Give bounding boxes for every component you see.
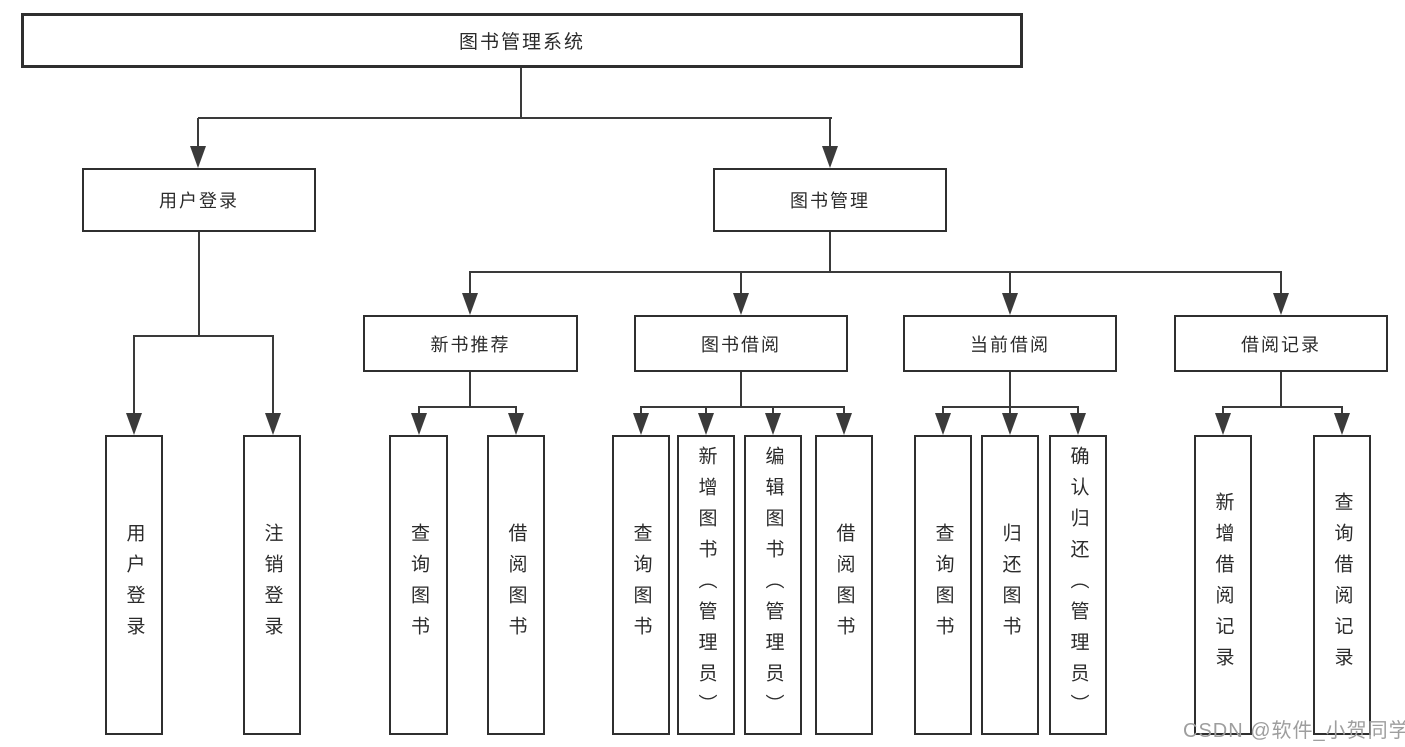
connector-line — [1280, 372, 1282, 407]
connector-line — [418, 407, 420, 416]
connector-line — [272, 336, 274, 416]
connector-line — [418, 406, 517, 408]
node-library-management-system: 图书管理系统 — [21, 13, 1023, 68]
leaf-edit-books-admin: 编辑图书（管理员） — [744, 435, 802, 735]
connector-line — [1009, 407, 1011, 416]
connector-line — [1280, 272, 1282, 296]
connector-line — [133, 335, 274, 337]
arrow-down-icon — [462, 293, 478, 315]
leaf-logout: 注销登录 — [243, 435, 301, 735]
arrow-down-icon — [836, 413, 852, 435]
connector-line — [640, 406, 845, 408]
leaf-borrow-books-recommend: 借阅图书 — [487, 435, 545, 735]
connector-line — [1222, 406, 1343, 408]
connector-line — [640, 407, 642, 416]
arrow-down-icon — [733, 293, 749, 315]
leaf-query-borrow-record: 查询借阅记录 — [1313, 435, 1371, 735]
leaf-confirm-return-admin: 确认归还（管理员） — [1049, 435, 1107, 735]
arrow-down-icon — [935, 413, 951, 435]
arrow-down-icon — [1002, 293, 1018, 315]
leaf-user-login: 用户登录 — [105, 435, 163, 735]
connector-line — [469, 272, 471, 296]
leaf-query-books-recommend: 查询图书 — [389, 435, 448, 735]
leaf-add-books-admin: 新增图书（管理员） — [677, 435, 735, 735]
arrow-down-icon — [1002, 413, 1018, 435]
arrow-down-icon — [633, 413, 649, 435]
leaf-return-books: 归还图书 — [981, 435, 1039, 735]
connector-line — [772, 407, 774, 416]
node-user-login: 用户登录 — [82, 168, 316, 232]
connector-line — [1341, 407, 1343, 416]
arrow-down-icon — [265, 413, 281, 435]
connector-line — [705, 407, 707, 416]
connector-line — [515, 407, 517, 416]
connector-line — [740, 272, 742, 296]
connector-line — [829, 118, 831, 150]
connector-line — [197, 118, 199, 150]
arrow-down-icon — [1334, 413, 1350, 435]
connector-line — [1077, 407, 1079, 416]
arrow-down-icon — [411, 413, 427, 435]
node-book-borrowing: 图书借阅 — [634, 315, 848, 372]
connector-line — [1009, 372, 1011, 407]
node-new-book-recommendation: 新书推荐 — [363, 315, 578, 372]
arrow-down-icon — [1215, 413, 1231, 435]
leaf-query-books-borrowing: 查询图书 — [612, 435, 670, 735]
connector-line — [469, 372, 471, 407]
leaf-add-borrow-record: 新增借阅记录 — [1194, 435, 1252, 735]
leaf-borrow-books-borrowing: 借阅图书 — [815, 435, 873, 735]
arrow-down-icon — [190, 146, 206, 168]
csdn-watermark: CSDN @软件_小贺同学 — [1183, 720, 1405, 742]
arrow-down-icon — [508, 413, 524, 435]
connector-line — [198, 232, 200, 336]
node-borrowing-records: 借阅记录 — [1174, 315, 1388, 372]
connector-line — [133, 336, 135, 416]
connector-line — [520, 68, 522, 118]
arrow-down-icon — [126, 413, 142, 435]
connector-line — [469, 271, 1282, 273]
connector-line — [740, 372, 742, 407]
connector-line — [942, 407, 944, 416]
node-book-management: 图书管理 — [713, 168, 947, 232]
arrow-down-icon — [822, 146, 838, 168]
arrow-down-icon — [1273, 293, 1289, 315]
connector-line — [1222, 407, 1224, 416]
connector-line — [843, 407, 845, 416]
connector-line — [198, 117, 832, 119]
node-current-borrowing: 当前借阅 — [903, 315, 1117, 372]
leaf-query-books-current: 查询图书 — [914, 435, 972, 735]
arrow-down-icon — [765, 413, 781, 435]
arrow-down-icon — [698, 413, 714, 435]
arrow-down-icon — [1070, 413, 1086, 435]
connector-line — [829, 232, 831, 272]
connector-line — [1009, 272, 1011, 296]
